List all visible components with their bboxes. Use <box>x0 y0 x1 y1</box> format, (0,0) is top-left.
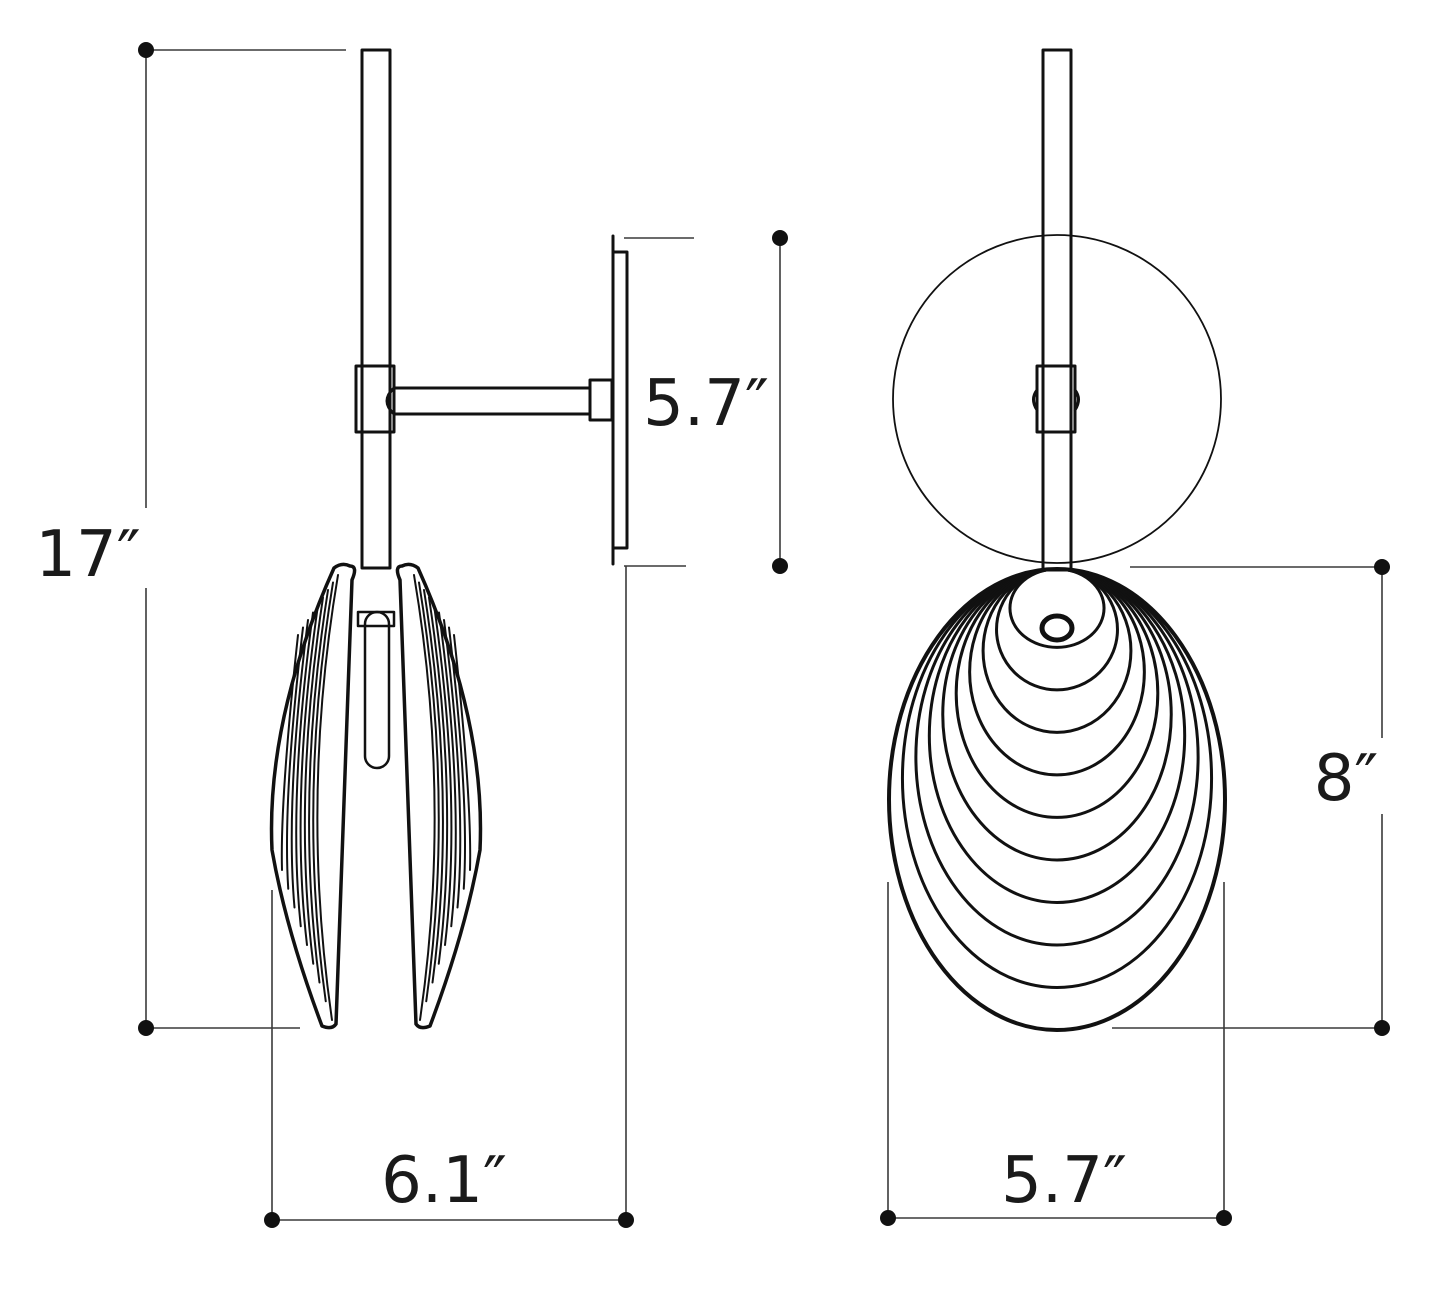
round-backplate <box>892 234 1222 564</box>
arm-stub <box>1032 388 1080 412</box>
shell-mount-hole <box>1039 613 1075 643</box>
front-shell <box>887 567 1227 1032</box>
dimension-endpoint <box>1374 559 1390 575</box>
shell-rib <box>428 596 449 965</box>
depth-dimension: 6.1″ <box>264 566 634 1228</box>
left-shell <box>269 562 357 1030</box>
arm-fitting <box>588 378 614 422</box>
dimension-endpoint <box>138 42 154 58</box>
shell-rib <box>290 619 309 909</box>
shell-rib <box>413 574 436 1021</box>
shell-rib <box>433 604 453 946</box>
shade-height-dimension: 8″ <box>1112 559 1390 1036</box>
shell-rib <box>443 619 462 909</box>
wall-arm <box>385 386 592 416</box>
dimension-endpoint <box>772 558 788 574</box>
shell-ring <box>954 567 1160 819</box>
shell-ring <box>981 567 1133 734</box>
dimension-endpoint <box>1374 1020 1390 1036</box>
dimension-endpoint <box>880 1210 896 1226</box>
dimension-endpoint <box>618 1212 634 1228</box>
shell-ring <box>968 567 1146 777</box>
shell-ring <box>914 567 1200 947</box>
front-stem <box>1041 48 1073 572</box>
height-label: 17″ <box>35 518 140 592</box>
shell-ring <box>927 567 1187 904</box>
depth-label: 6.1″ <box>381 1144 507 1218</box>
shell-rib <box>308 589 329 984</box>
socket <box>356 610 396 628</box>
bulb <box>363 610 391 770</box>
shade-height-label: 8″ <box>1314 742 1379 816</box>
shell-ring <box>1008 567 1106 649</box>
dimension-endpoint <box>1216 1210 1232 1226</box>
shade-width-label: 5.7″ <box>1001 1144 1127 1218</box>
backplate-dimension: 5.7″ <box>624 230 788 574</box>
dimension-endpoint <box>264 1212 280 1228</box>
front-collar <box>1035 364 1077 434</box>
shell-rib <box>303 596 324 965</box>
shell-rib <box>312 581 334 1003</box>
stem-collar <box>354 364 396 434</box>
shell-rib <box>280 634 299 871</box>
front-view <box>887 48 1227 1032</box>
shell-rib <box>448 626 467 890</box>
shell-ring <box>900 567 1214 989</box>
right-shell <box>395 562 483 1030</box>
dimension-endpoint <box>772 230 788 246</box>
dimension-endpoint <box>138 1020 154 1036</box>
shell-rib <box>423 589 444 984</box>
backplate-label: 5.7″ <box>643 367 769 441</box>
shell-rib <box>299 604 319 946</box>
shell-rib <box>453 634 472 871</box>
shell-rib <box>285 626 304 890</box>
height-dimension: 17″ <box>28 42 346 1036</box>
shell-rib <box>418 581 440 1003</box>
shell-rib <box>316 574 339 1021</box>
shell-ring <box>995 567 1119 692</box>
stem <box>360 48 392 570</box>
shell-rib <box>438 611 457 928</box>
shade-width-dimension: 5.7″ <box>880 882 1232 1226</box>
side-view <box>269 48 629 1030</box>
backplate-edge <box>611 250 629 550</box>
shell-rib <box>295 611 314 928</box>
